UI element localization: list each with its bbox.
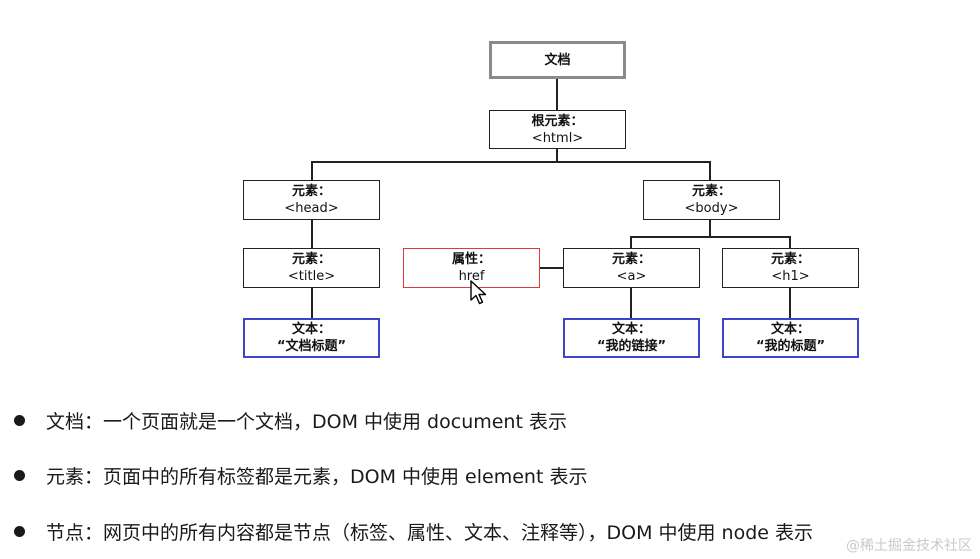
node-label: 文本： [291,322,331,337]
node-title: 元素： <title> [243,248,380,288]
bullet-text: 文档：一个页面就是一个文档，DOM 中使用 document 表示 [46,411,567,433]
node-text-value: “文档标题” [276,339,347,354]
node-text-link: 文本： “我的链接” [563,318,700,358]
node-label: 元素： [770,252,810,267]
node-document: 文档 [489,41,626,79]
node-text-value: “我的标题” [755,339,826,354]
connector-head-title [311,219,313,248]
node-document-label: 文档 [544,52,571,68]
node-label: 元素： [691,184,731,199]
node-head: 元素： <head> [243,180,380,220]
node-tag: <body> [684,201,739,216]
connector-to-head [311,161,313,181]
connector-attr-a [539,267,563,269]
connector-to-a [630,236,632,248]
connector-title-text [311,287,313,318]
node-text-value: “我的链接” [596,339,667,354]
node-label: 元素： [291,252,331,267]
node-label: 文本： [770,322,810,337]
connector-to-h1 [789,236,791,248]
node-tag: <title> [287,269,336,284]
bullet-text: 元素：页面中的所有标签都是元素，DOM 中使用 element 表示 [46,466,588,488]
node-text-h1: 文本： “我的标题” [722,318,859,358]
dom-tree-diagram: 文档 根元素： <html> 元素： <head> 元素： <body> 元素：… [243,41,859,358]
node-h1: 元素： <h1> [722,248,859,288]
bullet-dot-icon [14,526,25,537]
list-item: 文档：一个页面就是一个文档，DOM 中使用 document 表示 [14,407,567,434]
node-label: 属性： [451,252,491,267]
connector-body-horizontal [630,236,790,238]
watermark: @稀土掘金技术社区 [846,538,972,554]
connector-h1-text [789,287,791,318]
node-tag: <head> [284,201,339,216]
bullet-dot-icon [14,470,25,481]
connector-root-horizontal [311,161,711,163]
bullet-text: 节点：网页中的所有内容都是节点（标签、属性、文本、注释等），DOM 中使用 no… [46,522,814,544]
node-tag: href [458,269,485,284]
connector-a-text [630,287,632,318]
node-label: 元素： [291,184,331,199]
connector-body-down [709,219,711,237]
node-text-title: 文本： “文档标题” [243,318,380,358]
node-a: 元素： <a> [563,248,700,288]
connector-to-body [709,161,711,181]
node-body: 元素： <body> [643,180,780,220]
node-tag: <a> [616,269,647,284]
node-tag: <h1> [771,269,810,284]
list-item: 元素：页面中的所有标签都是元素，DOM 中使用 element 表示 [14,462,587,489]
node-label: 根元素： [531,113,584,129]
node-tag: <html> [531,130,584,146]
bullet-dot-icon [14,415,25,426]
list-item: 节点：网页中的所有内容都是节点（标签、属性、文本、注释等），DOM 中使用 no… [14,518,813,545]
connector-doc-root [556,78,558,111]
node-label: 元素： [611,252,651,267]
arrow-cursor-icon [470,280,487,305]
node-label: 文本： [611,322,651,337]
connector-root-down [556,148,558,162]
node-root-html: 根元素： <html> [489,110,626,149]
